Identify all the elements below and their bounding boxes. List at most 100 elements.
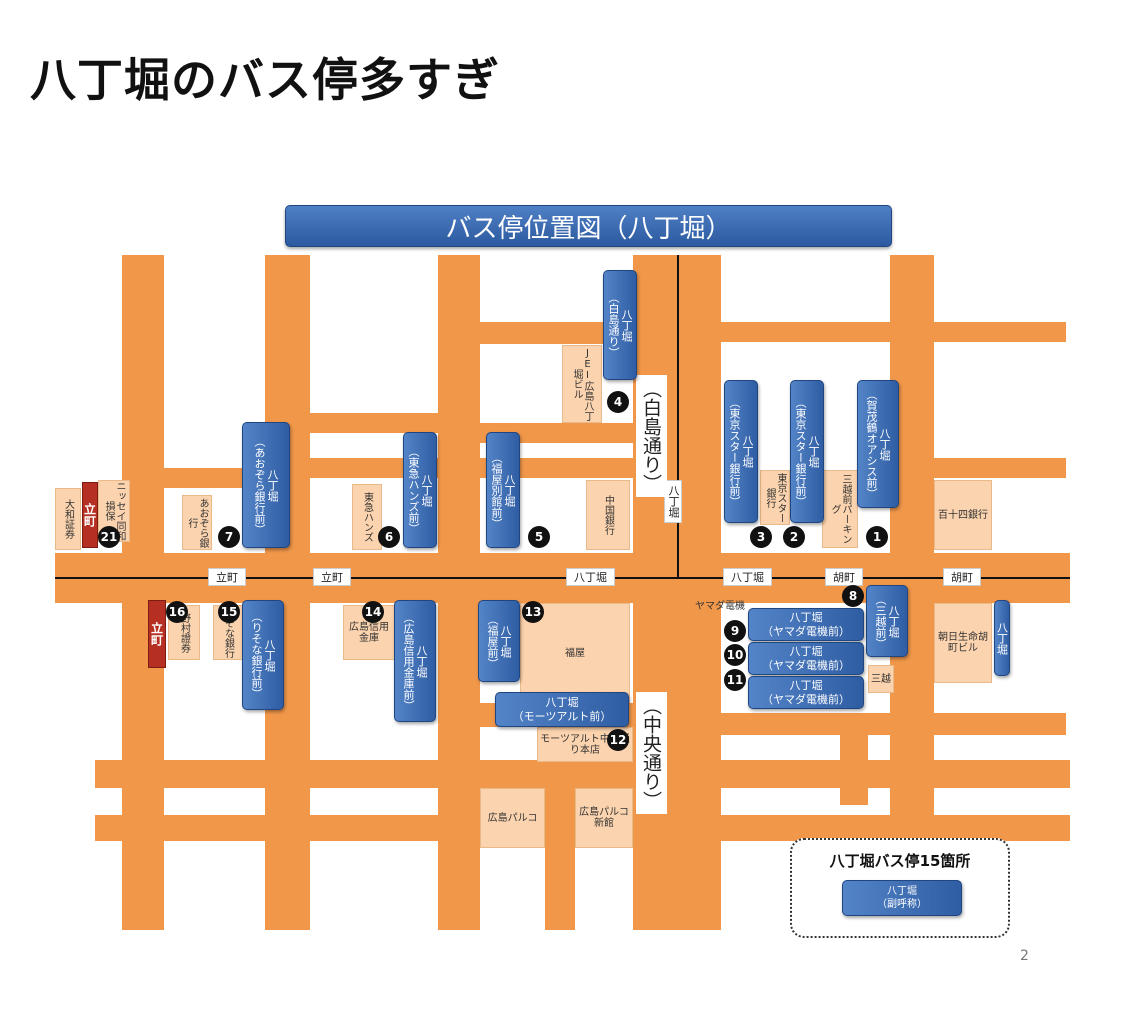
bus-stop-name: 八丁堀: [741, 435, 754, 468]
tram-line-horizontal: [55, 577, 1070, 579]
bus-stop-name: 八丁堀: [499, 624, 512, 658]
road-name-shirashima: （白島通り）: [636, 375, 667, 497]
bus-stop-name: 八丁堀: [887, 604, 900, 638]
bus-stop-subname: （りそな銀行前）: [250, 611, 263, 699]
bus-stop-subname: （ヤマダ電機前）: [762, 658, 850, 672]
stop-marker-3: 3: [750, 526, 772, 548]
stop-marker-9: 9: [724, 620, 746, 642]
legend-title: 八丁堀バス停15箇所: [829, 852, 971, 870]
stop-marker-1: 1: [866, 526, 888, 548]
building-tokyu-hands: 東急ハンズ: [352, 484, 382, 550]
legend-sample-subname: （副呼称）: [877, 899, 927, 910]
bus-stop-name: 八丁堀: [266, 468, 279, 502]
stop-marker-6: 6: [378, 526, 400, 548]
bus-stop-15[interactable]: 八丁堀 （りそな銀行前）: [242, 600, 284, 710]
legend-sample-stop: 八丁堀 （副呼称）: [842, 880, 962, 916]
building-daiwa: 大和証券: [55, 488, 81, 550]
bus-stop-name: 八丁堀: [420, 473, 433, 507]
street-label-tatemachi: 立町: [208, 568, 246, 586]
bus-stop-name: 八丁堀: [995, 621, 1009, 655]
stop-marker-13: 13: [522, 601, 544, 623]
bus-stop-name: 八丁堀: [878, 427, 891, 461]
legend-sample-name: 八丁堀: [887, 886, 917, 897]
building-chugoku-bank: 中国銀行: [586, 480, 630, 550]
building-parco: 広島パルコ: [480, 788, 545, 848]
bus-stop-name: 八丁堀: [415, 644, 428, 678]
road: [721, 713, 1066, 735]
map-title: バス停位置図（八丁堀）: [285, 205, 892, 247]
stop-marker-15: 15: [218, 601, 240, 623]
building-hyakujushi: 百十四銀行: [934, 480, 992, 550]
bus-stop-subname: （ヤマダ電機前）: [762, 692, 850, 706]
stop-marker-10: 10: [724, 644, 746, 666]
stop-marker-8: 8: [842, 585, 864, 607]
building-yamada: ヤマダ電機: [695, 600, 745, 612]
tram-line-vertical: [677, 255, 679, 579]
bus-stop-6[interactable]: 八丁堀 （東急ハンズ前）: [403, 432, 437, 548]
bus-stop-name: 八丁堀: [263, 638, 276, 672]
street-label-hacchobori: 八丁堀: [566, 568, 615, 586]
bus-stop-4[interactable]: 八丁堀 （白島通り）: [603, 270, 637, 380]
bus-stop-subname: （三越前）: [874, 593, 887, 649]
bus-stop-name: 八丁堀: [503, 473, 516, 507]
bus-stop-name: 八丁堀: [789, 644, 823, 658]
bus-stop-east[interactable]: 八丁堀: [994, 600, 1010, 676]
street-label-tatemachi: 立町: [313, 568, 351, 586]
building-mitsukoshi: 三越: [868, 665, 894, 693]
bus-stop-subname: （東京スター銀行前）: [728, 396, 741, 507]
stop-marker-16: 16: [166, 601, 188, 623]
bus-stop-name: 八丁堀: [789, 678, 823, 692]
building-parco-new: 広島パルコ新館: [575, 788, 633, 848]
bus-stop-13[interactable]: 八丁堀 （福屋前）: [478, 600, 520, 682]
bus-stop-subname: （賀茂鶴オアシス前）: [865, 389, 878, 499]
bus-stop-subname: （モーツアルト前）: [512, 709, 612, 723]
building-asahi-seimei: 朝日生命胡町ビル: [934, 603, 992, 683]
bus-stop-9[interactable]: 八丁堀 （ヤマダ電機前）: [748, 608, 864, 641]
stop-marker-21: 21: [98, 526, 120, 548]
building-aozora: あおぞら銀行: [182, 495, 212, 550]
bus-stop-name: 八丁堀: [545, 695, 579, 709]
bus-stop-subname: （福屋別館前）: [490, 451, 503, 529]
building-jei: JEI広島八丁堀ビル: [562, 345, 602, 423]
bus-stop-subname: （広島信用金庫前）: [402, 611, 415, 711]
road: [164, 468, 265, 488]
bus-stop-2[interactable]: 八丁堀 （東京スター銀行前）: [790, 380, 824, 523]
stop-marker-2: 2: [783, 526, 805, 548]
bus-stop-name: 八丁堀: [807, 435, 820, 468]
road: [480, 322, 633, 344]
road: [545, 760, 575, 930]
street-label-hacchobori-vertical: 八丁堀: [664, 480, 682, 523]
street-label-ebisucho: 胡町: [825, 568, 863, 586]
bus-stop-subname: （福屋前）: [486, 613, 499, 669]
bus-stop-8[interactable]: 八丁堀 （三越前）: [866, 585, 908, 657]
bus-stop-subname: （東急ハンズ前）: [407, 446, 420, 534]
stop-marker-4: 4: [607, 391, 629, 413]
bus-stop-10[interactable]: 八丁堀 （ヤマダ電機前）: [748, 642, 864, 675]
building-mitsukoshi-parking: 三越前パーキング: [822, 470, 858, 548]
bus-stop-7[interactable]: 八丁堀 （あおぞら銀行前）: [242, 422, 290, 548]
slide-title: 八丁堀のバス停多すぎ: [30, 53, 500, 107]
road: [310, 413, 438, 433]
road-name-chuo: （中央通り）: [636, 692, 667, 814]
stop-marker-5: 5: [528, 526, 550, 548]
bus-stop-subname: （白島通り）: [607, 292, 620, 358]
building-tokyo-star: 東京スター銀行: [760, 470, 790, 525]
bus-stop-5[interactable]: 八丁堀 （福屋別館前）: [486, 432, 520, 548]
stop-marker-14: 14: [362, 601, 384, 623]
road: [95, 760, 1070, 788]
bus-stop-14[interactable]: 八丁堀 （広島信用金庫前）: [394, 600, 436, 722]
bus-stop-1[interactable]: 八丁堀 （賀茂鶴オアシス前）: [857, 380, 899, 508]
bus-stop-12[interactable]: 八丁堀 （モーツアルト前）: [495, 692, 629, 727]
bus-stop-11[interactable]: 八丁堀 （ヤマダ電機前）: [748, 676, 864, 709]
building-tatemachi-south: 立町: [148, 600, 166, 668]
bus-stop-3[interactable]: 八丁堀 （東京スター銀行前）: [724, 380, 758, 523]
bus-stop-name: 八丁堀: [620, 308, 633, 342]
stop-marker-7: 7: [218, 526, 240, 548]
bus-stop-subname: （ヤマダ電機前）: [762, 624, 850, 638]
legend: 八丁堀バス停15箇所 八丁堀 （副呼称）: [790, 838, 1010, 938]
road: [721, 322, 1066, 342]
stop-marker-12: 12: [607, 729, 629, 751]
road: [934, 458, 1066, 478]
bus-stop-name: 八丁堀: [789, 610, 823, 624]
